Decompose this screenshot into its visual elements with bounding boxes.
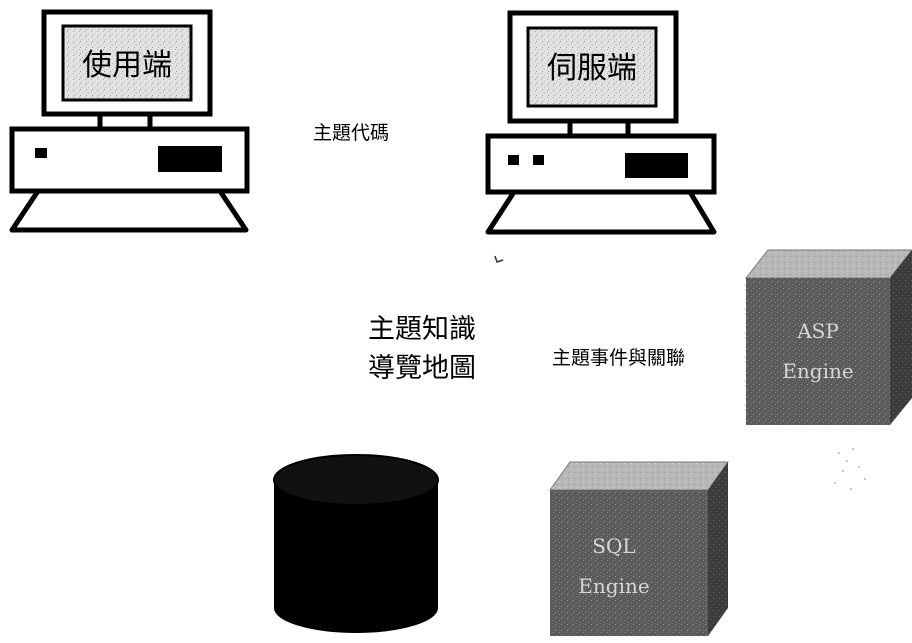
knowledge-map-line1: 主題知識 [368,314,476,345]
stray-mark [494,255,504,263]
database-cylinder [273,454,439,633]
server-screen [526,26,658,108]
client-screen-label: 使用端 [82,48,172,83]
sql-cube-front [550,490,708,636]
database-body [274,480,438,633]
client-keyboard [9,188,249,233]
server-keyboard [485,189,717,235]
server-led-2 [533,155,544,165]
asp-cube-top [744,249,912,279]
sql-engine-label-1: SQL [592,534,635,558]
asp-cube-side [890,250,912,425]
client-computer: 使用端 [9,9,250,233]
sql-engine-cube: SQL Engine [549,461,729,636]
client-screen [61,24,193,102]
sql-engine-label-2: Engine [578,574,649,598]
client-led [35,148,47,158]
asp-engine-label-2: Engine [782,359,853,383]
faint-speckle [834,448,866,490]
asp-cube-front [746,278,890,425]
server-drive-bay [625,153,688,178]
sql-cube-side [708,462,728,636]
asp-engine-label-1: ASP [796,319,839,343]
server-computer: 伺服端 [485,10,717,235]
knowledge-map-line2: 導覽地圖 [368,353,476,384]
topic-event-label: 主題事件與關聯 [552,347,685,369]
server-led-1 [508,155,519,165]
asp-engine-cube: ASP Engine [744,249,912,425]
topic-code-label: 主題代碼 [313,122,389,144]
client-drive-bay [158,146,222,172]
server-screen-label: 伺服端 [547,51,637,86]
database-top [273,454,439,506]
sql-cube-top [549,461,729,491]
